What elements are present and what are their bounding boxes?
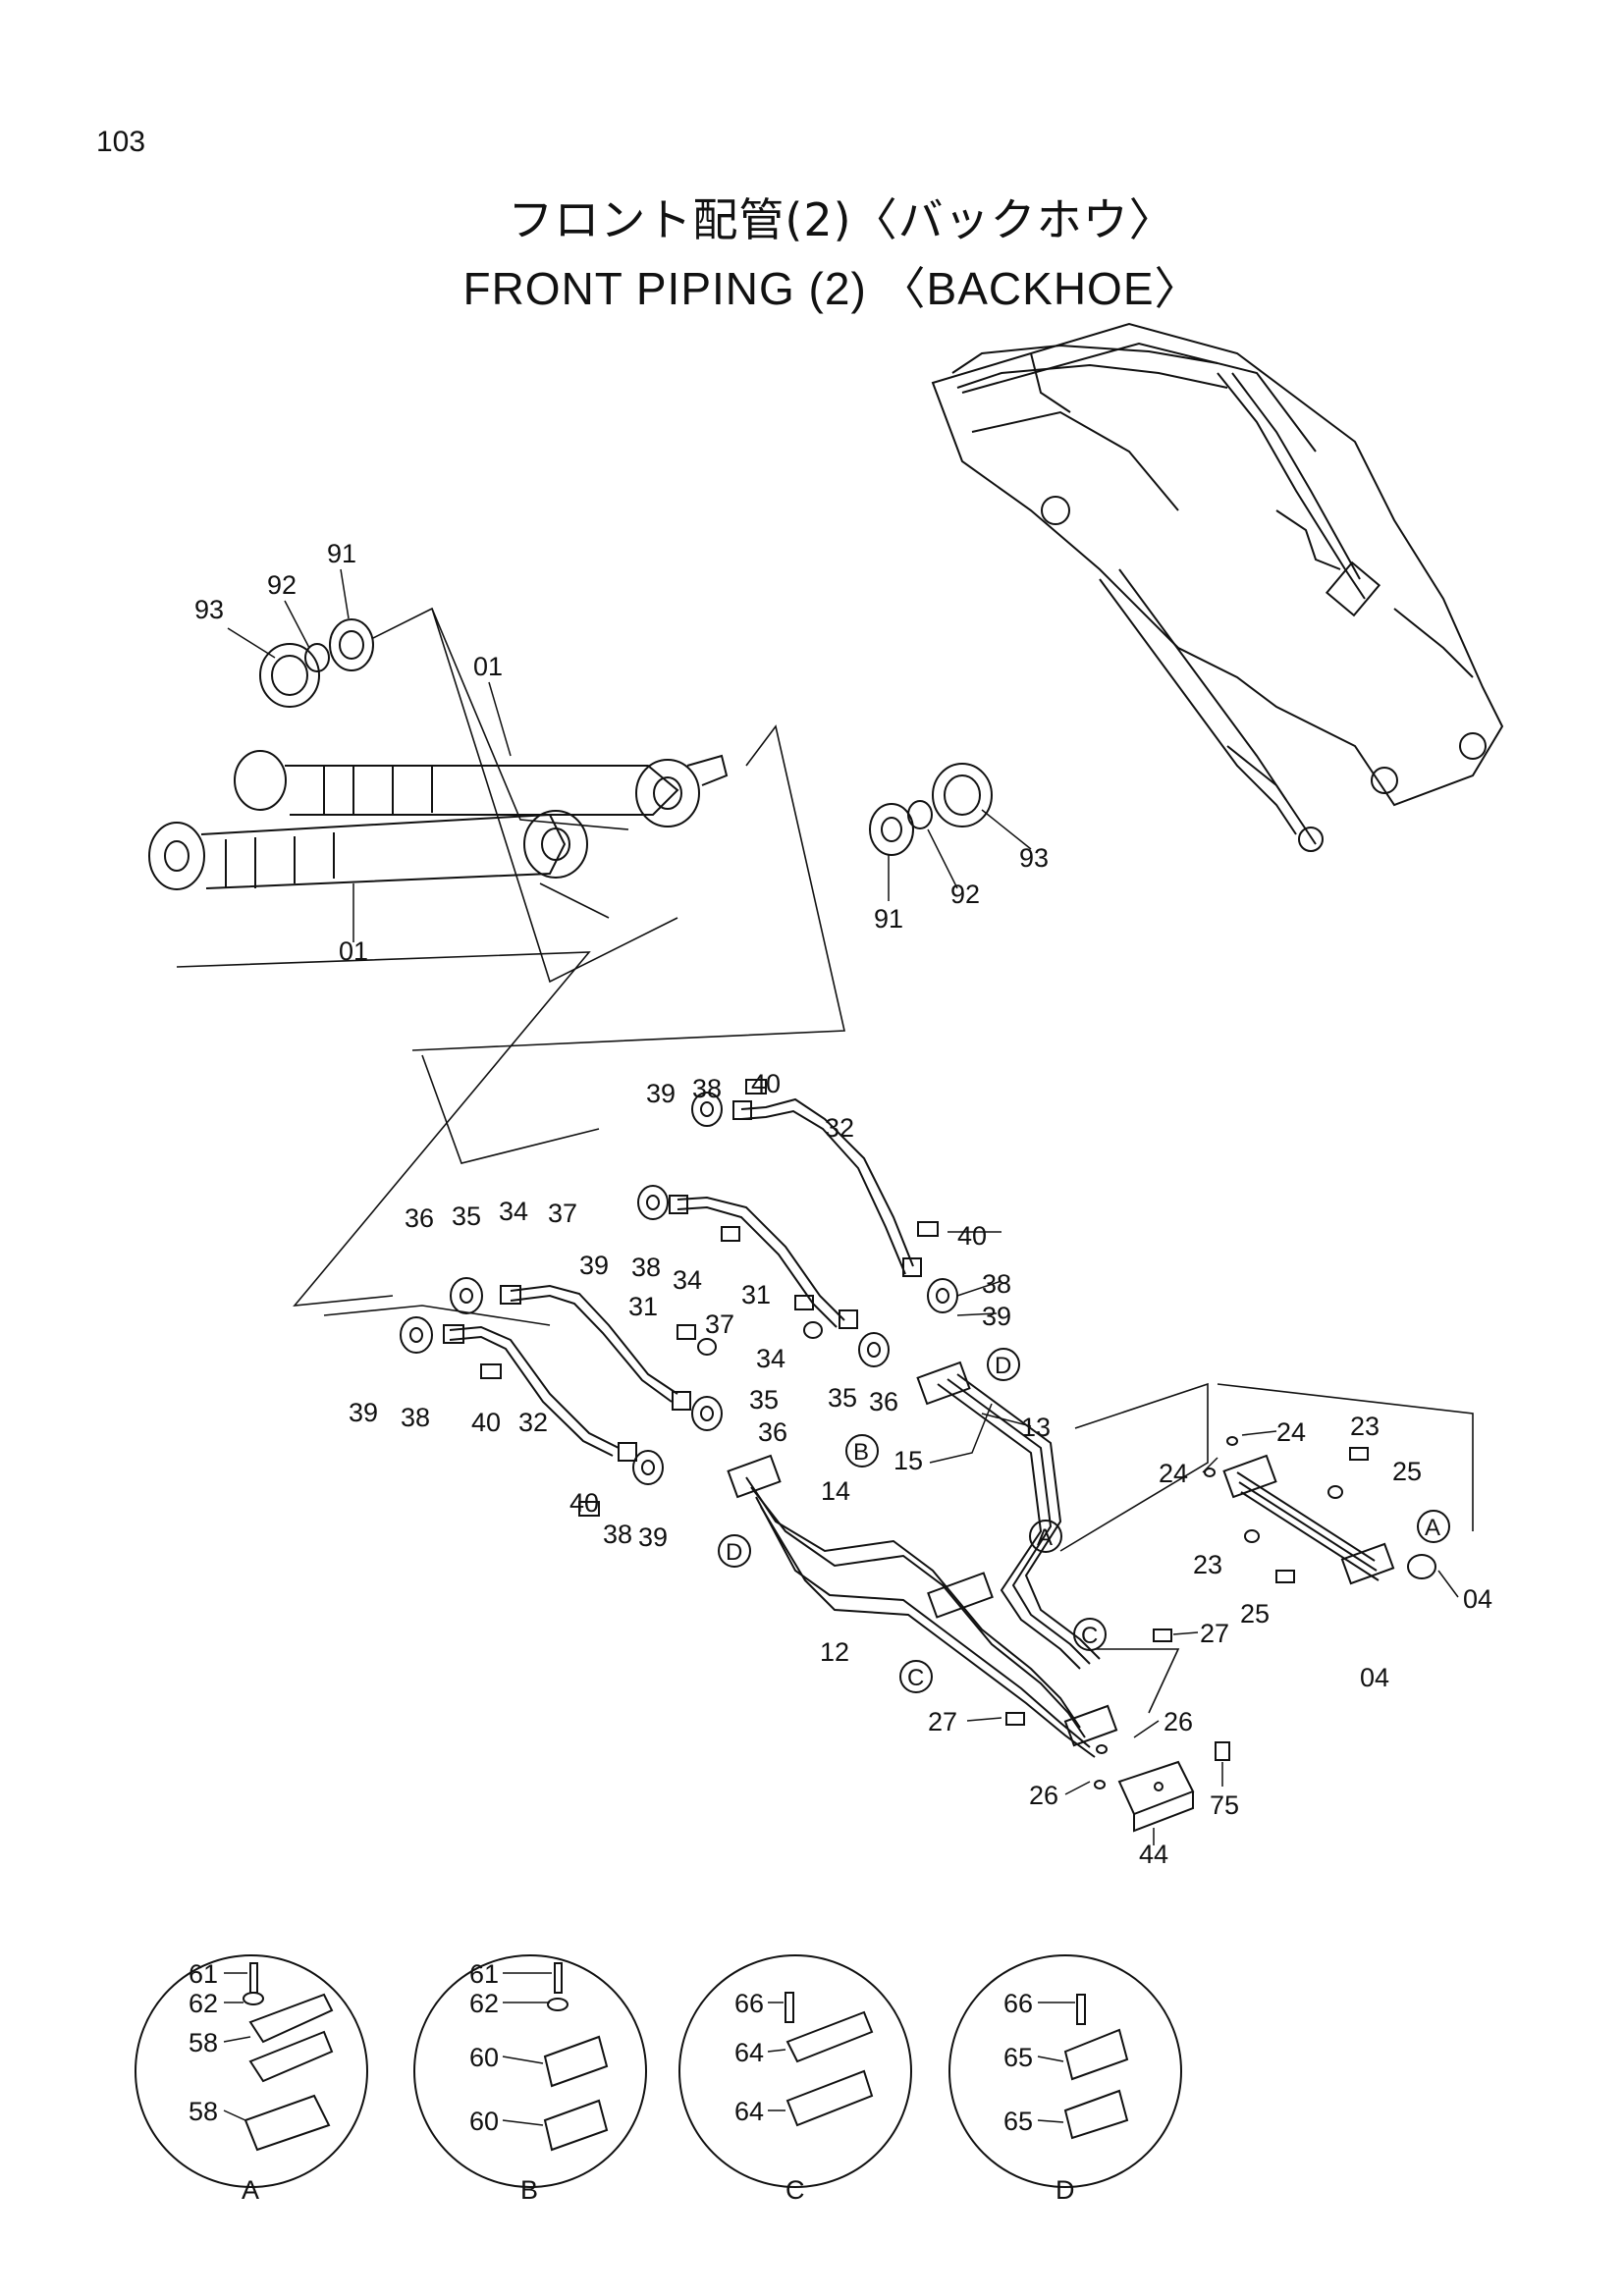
label-92: 92	[267, 570, 297, 600]
callout-A: A	[1425, 1515, 1440, 1541]
detail-c-label-64: 64	[734, 2038, 764, 2067]
label-27: 27	[1200, 1619, 1229, 1648]
detail-d-label-65: 65	[1003, 2043, 1033, 2072]
block-44	[1117, 1760, 1195, 1833]
label-27: 27	[928, 1707, 957, 1736]
detail-a-label-58: 58	[189, 2028, 218, 2057]
label-39: 39	[349, 1398, 378, 1427]
title-english: FRONT PIPING (2) 〈BACKHOE〉	[462, 263, 1201, 314]
page-number: 103	[96, 126, 146, 158]
label-91: 91	[874, 904, 903, 934]
detail-c-label-66: 66	[734, 1989, 764, 2018]
boom-illustration	[931, 322, 1504, 852]
label-23: 23	[1193, 1550, 1222, 1579]
detail-c-letter: C	[785, 2175, 805, 2205]
label-39: 39	[646, 1079, 676, 1108]
steel-pipes	[727, 1361, 1436, 1758]
label-40: 40	[569, 1488, 599, 1518]
cylinder-assembly	[148, 750, 729, 890]
label-38: 38	[982, 1269, 1011, 1299]
label-38: 38	[692, 1074, 722, 1103]
label-24: 24	[1159, 1459, 1188, 1488]
callout-D: D	[726, 1539, 742, 1566]
hose-assembly-upper	[449, 1097, 914, 1457]
label-leaders	[227, 568, 1459, 1845]
callout-C: C	[907, 1665, 924, 1691]
detail-views: 61 62 58 58 A 61 62 60 60 B 66 64 64 C 6…	[135, 1954, 1182, 2205]
label-93: 93	[1019, 843, 1049, 873]
label-91: 91	[327, 539, 356, 568]
label-93: 93	[194, 595, 224, 624]
bolts	[1005, 1436, 1369, 1789]
detail-b-label-60: 60	[469, 2107, 499, 2136]
label-37: 37	[548, 1199, 577, 1228]
label-23: 23	[1350, 1412, 1380, 1441]
view-callouts: D B D A A C C	[718, 1348, 1450, 1693]
label-39: 39	[579, 1251, 609, 1280]
detail-b-label-62: 62	[469, 1989, 499, 2018]
label-36: 36	[405, 1203, 434, 1233]
label-40: 40	[957, 1221, 987, 1251]
detail-c-label-64: 64	[734, 2097, 764, 2126]
label-35: 35	[749, 1385, 779, 1415]
label-25: 25	[1240, 1599, 1270, 1629]
label-36: 36	[758, 1417, 787, 1447]
part-labels: 91 92 93 01 01 91 92 93 39 38 40 32 36 3…	[194, 539, 1492, 1869]
label-26: 26	[1164, 1707, 1193, 1736]
label-32: 32	[518, 1408, 548, 1437]
detail-a-label-62: 62	[189, 1989, 218, 2018]
detail-a-letter: A	[242, 2175, 259, 2205]
label-39: 39	[638, 1522, 668, 1552]
title-japanese: フロント配管(2)〈バックホウ〉	[508, 193, 1175, 246]
seal-washers	[259, 618, 993, 856]
detail-d-label-66: 66	[1003, 1989, 1033, 2018]
label-15: 15	[893, 1446, 923, 1475]
leader-lines	[176, 607, 1474, 1714]
detail-b-letter: B	[520, 2175, 538, 2205]
label-24: 24	[1276, 1417, 1306, 1447]
callout-C: C	[1081, 1623, 1098, 1649]
label-38: 38	[401, 1403, 430, 1432]
label-13: 13	[1021, 1413, 1051, 1442]
detail-d-label-65: 65	[1003, 2107, 1033, 2136]
detail-b-label-61: 61	[469, 1959, 499, 1989]
label-37: 37	[705, 1309, 734, 1339]
detail-a-label-58: 58	[189, 2097, 218, 2126]
detail-a-label-61: 61	[189, 1959, 218, 1989]
label-34: 34	[499, 1197, 528, 1226]
label-32: 32	[825, 1113, 854, 1143]
label-35: 35	[452, 1201, 481, 1231]
callout-B: B	[853, 1439, 869, 1466]
callout-D: D	[995, 1353, 1011, 1379]
label-12: 12	[820, 1637, 849, 1667]
label-25: 25	[1392, 1457, 1422, 1486]
detail-b-label-60: 60	[469, 2043, 499, 2072]
label-40: 40	[471, 1408, 501, 1437]
label-04: 04	[1463, 1584, 1492, 1614]
label-01: 01	[473, 652, 503, 681]
label-31: 31	[628, 1292, 658, 1321]
label-34: 34	[756, 1344, 785, 1373]
label-31: 31	[741, 1280, 771, 1309]
label-75: 75	[1210, 1790, 1239, 1820]
label-38: 38	[603, 1520, 632, 1549]
label-35: 35	[828, 1383, 857, 1413]
label-04: 04	[1360, 1663, 1389, 1692]
fittings	[400, 1079, 958, 1517]
label-36: 36	[869, 1387, 898, 1416]
label-14: 14	[821, 1476, 850, 1506]
callout-A: A	[1037, 1524, 1053, 1551]
label-38: 38	[631, 1253, 661, 1282]
detail-d-letter: D	[1056, 2175, 1075, 2205]
label-39: 39	[982, 1302, 1011, 1331]
label-26: 26	[1029, 1781, 1058, 1810]
label-34: 34	[673, 1265, 702, 1295]
label-40: 40	[751, 1069, 781, 1098]
